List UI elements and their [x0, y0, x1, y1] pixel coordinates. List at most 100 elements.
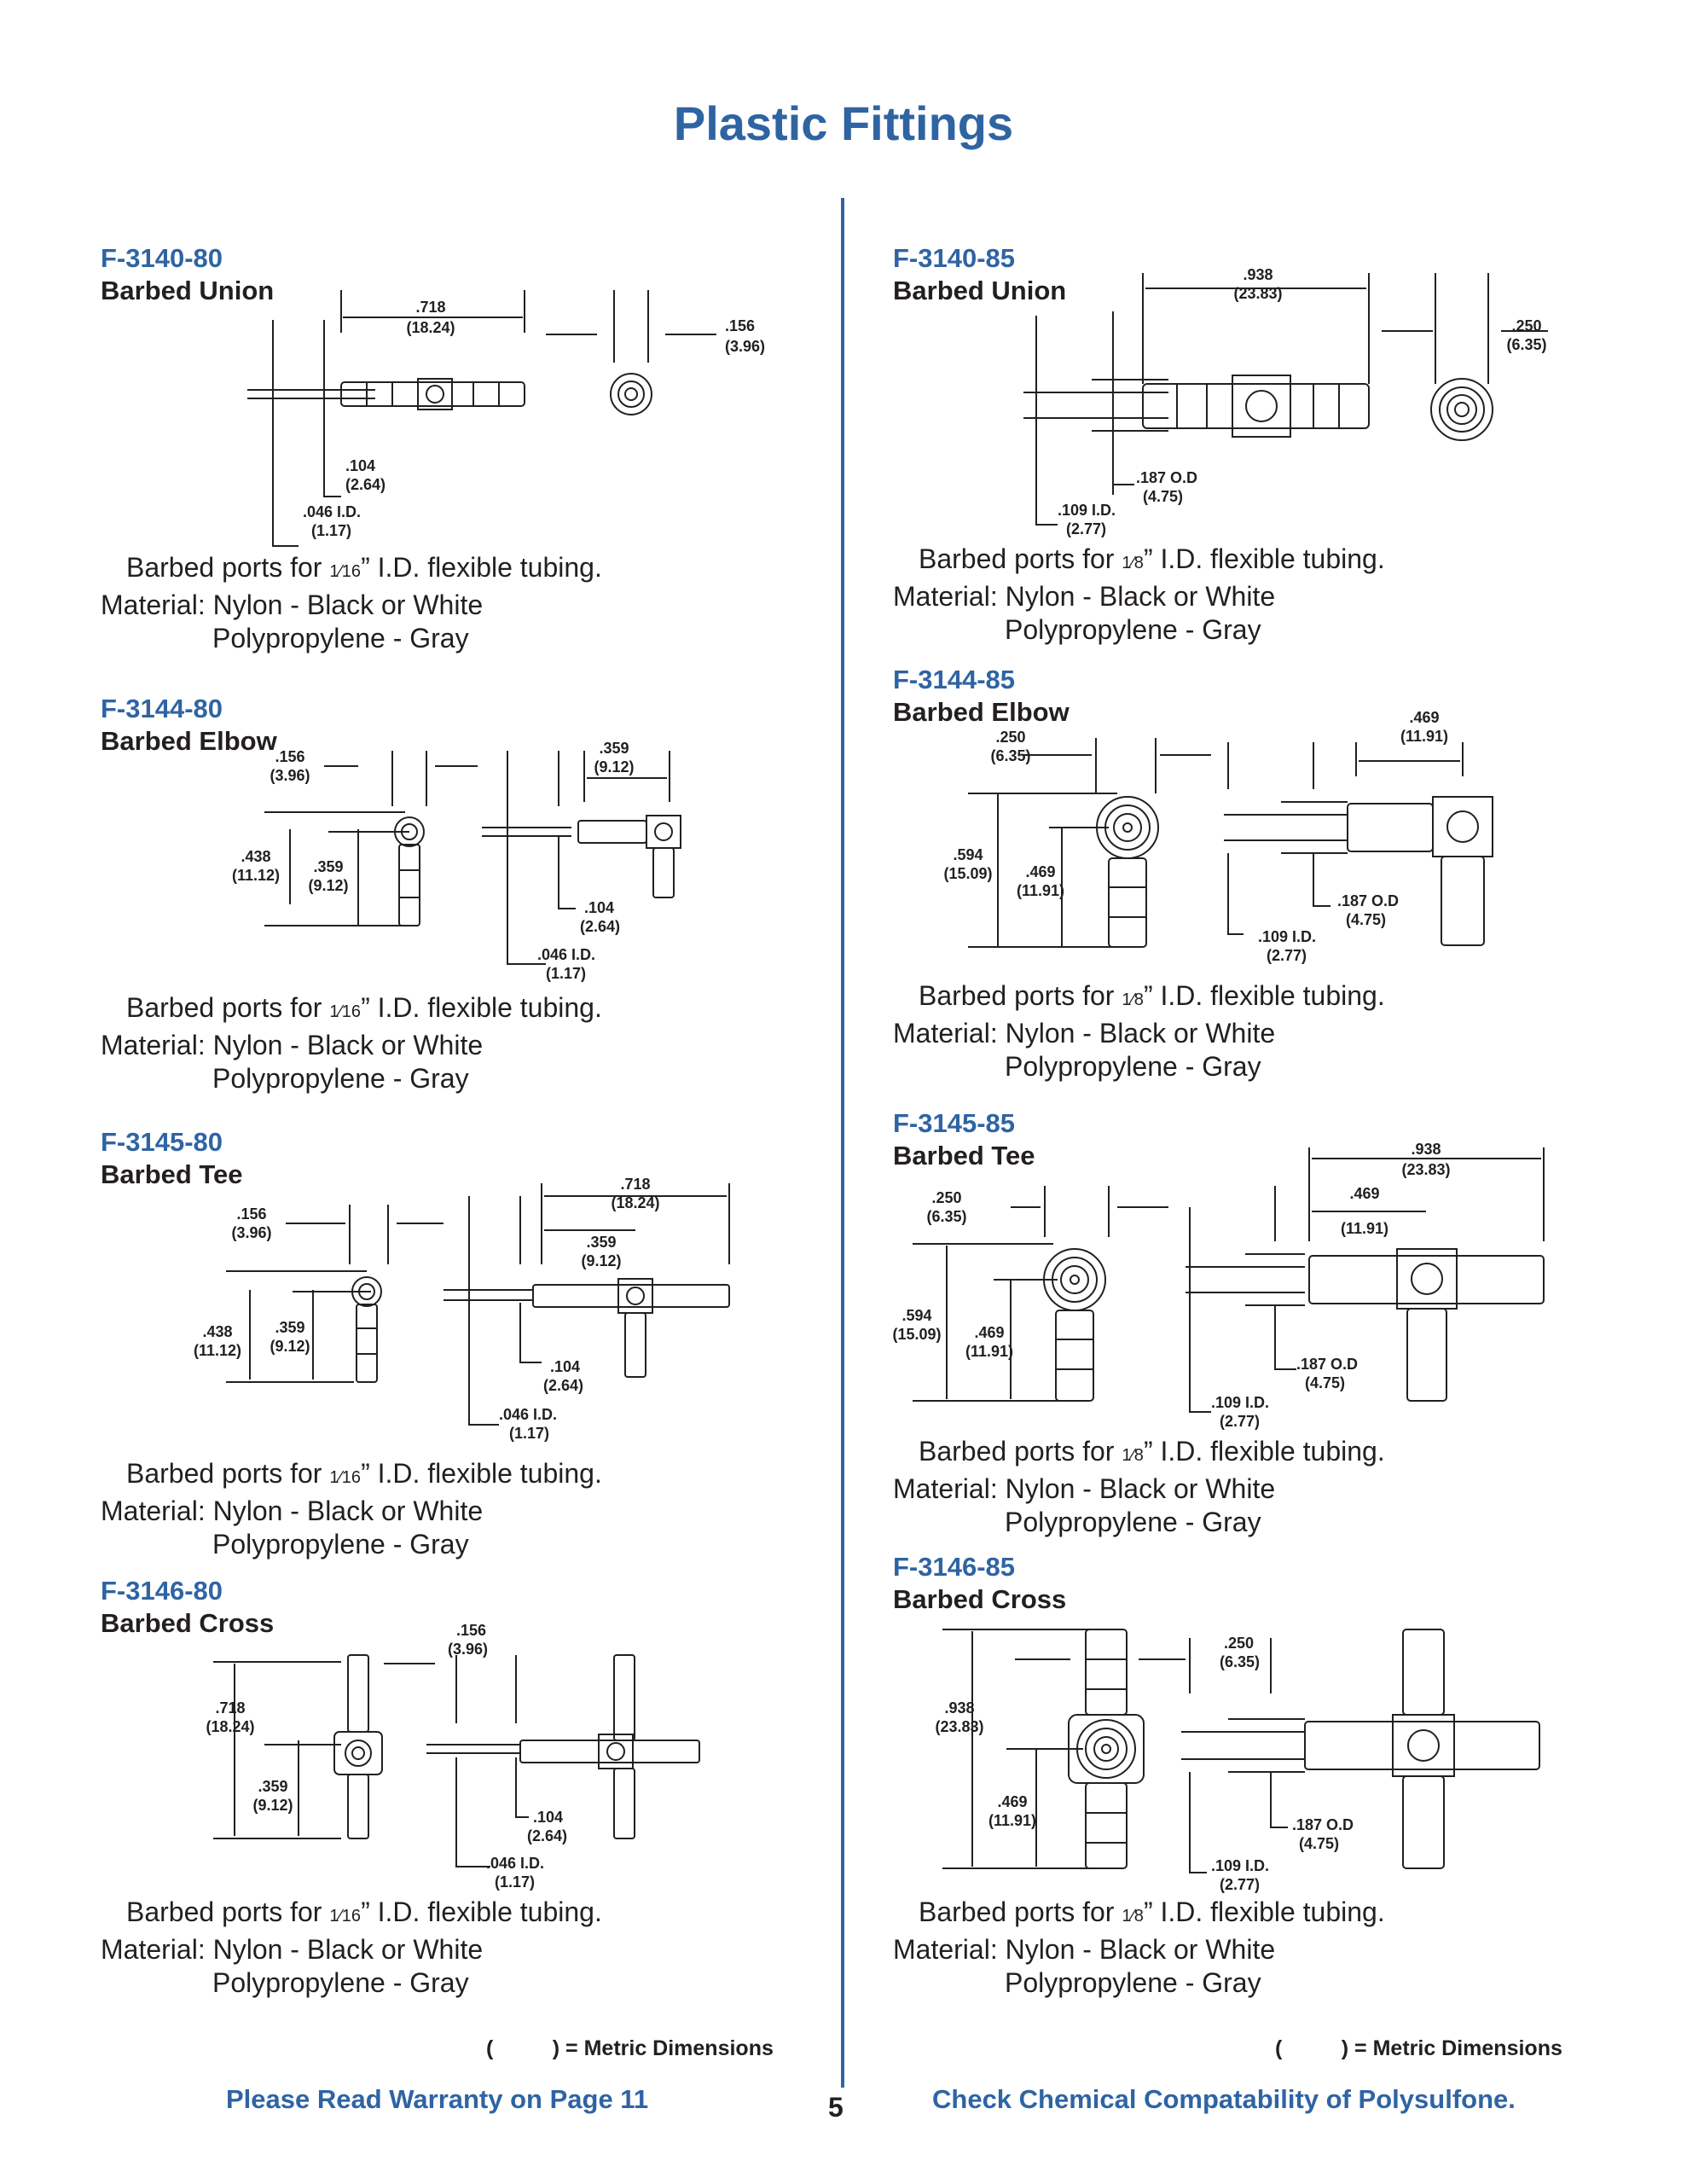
dim-value: .104: [550, 1358, 580, 1375]
dim-metric: (2.77): [1066, 520, 1106, 537]
product-name: Barbed Union: [893, 276, 1067, 305]
dim-metric: (11.91): [1017, 882, 1064, 899]
dim-value: .046 I.D.: [537, 946, 595, 963]
dim-value: .187 O.D: [1136, 469, 1197, 486]
material-line: Material: Nylon - Black or White: [101, 1496, 484, 1526]
product-code: F-3146-85: [893, 1552, 1016, 1582]
ports-suffix: ” I.D. flexible tubing.: [1143, 543, 1385, 574]
dim-metric: (11.91): [965, 1343, 1013, 1360]
dim-metric: (9.12): [308, 877, 348, 894]
dim-metric: (18.24): [206, 1718, 254, 1735]
dim-metric: (1.17): [311, 522, 351, 539]
dim-value: .438: [202, 1323, 232, 1340]
dim-metric: (6.35): [926, 1208, 966, 1225]
product-description: Barbed ports for 1⁄16” I.D. flexible tub…: [101, 1896, 602, 2000]
dim-value: .359: [599, 740, 629, 757]
warranty-link[interactable]: Please Read Warranty on Page 11: [226, 2084, 649, 2114]
dim-metric: (9.12): [270, 1338, 310, 1355]
dim-metric: (2.77): [1220, 1413, 1260, 1430]
dim-metric: (15.09): [892, 1326, 941, 1343]
ports-prefix: Barbed ports for: [126, 1458, 330, 1489]
dim-metric: (2.64): [527, 1827, 567, 1844]
dim-value: .469: [974, 1324, 1004, 1341]
dim-metric: (3.96): [725, 338, 765, 355]
ports-prefix: Barbed ports for: [919, 1896, 1122, 1927]
dim-metric: (2.64): [543, 1377, 583, 1394]
dim-value: .469: [1349, 1185, 1379, 1202]
tubing-fraction: 1⁄16: [329, 1002, 362, 1021]
dim-value: .156: [456, 1622, 486, 1639]
polypropylene-line: Polypropylene - Gray: [212, 1063, 469, 1094]
product-description: Barbed ports for 1⁄8” I.D. flexible tubi…: [893, 1435, 1385, 1539]
product-header-f-3146-80: F-3146-80 Barbed Cross: [101, 1575, 274, 1640]
dim-metric: (4.75): [1299, 1835, 1339, 1852]
tubing-fraction: 1⁄16: [329, 1907, 362, 1926]
chemical-compatibility-link[interactable]: Check Chemical Compatability of Polysulf…: [932, 2084, 1516, 2114]
ports-line: Barbed ports for 1⁄16” I.D. flexible tub…: [101, 1457, 602, 1495]
product-name: Barbed Elbow: [101, 726, 277, 756]
dim-metric: (11.91): [1341, 1220, 1388, 1237]
dim-value: .046 I.D.: [499, 1406, 557, 1423]
product-header-f-3144-85: F-3144-85 Barbed Elbow: [893, 664, 1070, 729]
ports-line: Barbed ports for 1⁄8” I.D. flexible tubi…: [893, 1896, 1385, 1933]
dim-metric: (9.12): [594, 758, 634, 775]
dim-metric: (3.96): [270, 767, 310, 784]
dim-metric: (6.35): [1220, 1653, 1260, 1670]
dim-value: .156: [275, 748, 304, 765]
product-description: Barbed ports for 1⁄8” I.D. flexible tubi…: [893, 1896, 1385, 2000]
dim-value: .359: [586, 1234, 616, 1251]
ports-suffix: ” I.D. flexible tubing.: [1143, 1436, 1385, 1467]
barbed-union-85-drawing: .938 (23.83) .250 (6.35) .187 O.D (4.75)…: [1023, 266, 1548, 537]
ports-prefix: Barbed ports for: [126, 992, 330, 1023]
dim-value: .109 I.D.: [1211, 1394, 1269, 1411]
barbed-elbow-drawing: .156 (3.96) .359 (9.12) .438 (11.12) .35…: [232, 740, 681, 982]
polypropylene-line: Polypropylene - Gray: [212, 1967, 469, 1998]
dim-metric: (11.91): [988, 1812, 1036, 1829]
dim-value: .469: [997, 1793, 1027, 1810]
tubing-fraction: 1⁄8: [1122, 1446, 1144, 1465]
ports-prefix: Barbed ports for: [919, 1436, 1122, 1467]
dim-value: .469: [1409, 709, 1439, 726]
material-line: Material: Nylon - Black or White: [893, 1018, 1276, 1048]
ports-line: Barbed ports for 1⁄16” I.D. flexible tub…: [101, 991, 602, 1029]
product-header-f-3145-80: F-3145-80 Barbed Tee: [101, 1126, 243, 1191]
dim-metric: (2.64): [345, 476, 386, 493]
polypropylene-line: Polypropylene - Gray: [1005, 614, 1261, 645]
dim-value: .718: [620, 1176, 650, 1193]
dim-value: .250: [931, 1189, 961, 1206]
dim-metric: (11.12): [194, 1342, 241, 1359]
dim-value: .938: [944, 1699, 974, 1716]
dim-value: .250: [1511, 317, 1541, 334]
material-line: Material: Nylon - Black or White: [101, 1934, 484, 1965]
ports-line: Barbed ports for 1⁄16” I.D. flexible tub…: [101, 551, 602, 589]
barbed-tee-85-drawing: .250 (6.35) .938 (23.83) .469 (11.91) .5…: [892, 1141, 1545, 1430]
material-line: Material: Nylon - Black or White: [893, 1473, 1276, 1504]
product-name: Barbed Tee: [893, 1141, 1035, 1170]
ports-prefix: Barbed ports for: [919, 543, 1122, 574]
dim-value: .109 I.D.: [1058, 502, 1116, 519]
barbed-cross-drawing: .718 (18.24) .156 (3.96) .359 (9.12) .10…: [206, 1622, 700, 1891]
ports-prefix: Barbed ports for: [919, 980, 1122, 1011]
product-description: Barbed ports for 1⁄8” I.D. flexible tubi…: [893, 979, 1385, 1083]
ports-suffix: ” I.D. flexible tubing.: [361, 1896, 602, 1927]
dim-metric: 18.24: [411, 319, 449, 336]
ports-suffix: ” I.D. flexible tubing.: [361, 1458, 602, 1489]
dim-value: .104: [533, 1809, 563, 1826]
product-description: Barbed ports for 1⁄16” I.D. flexible tub…: [101, 991, 602, 1095]
barbed-tee-drawing: .156 (3.96) .718 (18.24) .359 (9.12) .43…: [194, 1176, 730, 1442]
dim-value: .594: [901, 1307, 931, 1324]
ports-suffix: ” I.D. flexible tubing.: [1143, 980, 1385, 1011]
dim-metric: (4.75): [1305, 1374, 1345, 1391]
product-code: F-3146-80: [101, 1576, 223, 1606]
metric-note: ( ) = Metric Dimensions: [486, 2036, 774, 2060]
dim-value: .046 I.D.: [486, 1855, 544, 1872]
material-line: Material: Nylon - Black or White: [101, 1030, 484, 1060]
barbed-elbow-85-drawing: .250 (6.35) .469 (11.91) .594 (15.09) .4…: [943, 709, 1493, 964]
dim-metric: (6.35): [1506, 336, 1546, 353]
product-code: F-3144-85: [893, 665, 1016, 694]
dim-metric: (23.83): [1233, 285, 1282, 302]
product-name: Barbed Elbow: [893, 697, 1070, 727]
dim-value: .156: [725, 317, 755, 334]
product-code: F-3145-80: [101, 1127, 223, 1157]
product-code: F-3140-85: [893, 243, 1016, 273]
